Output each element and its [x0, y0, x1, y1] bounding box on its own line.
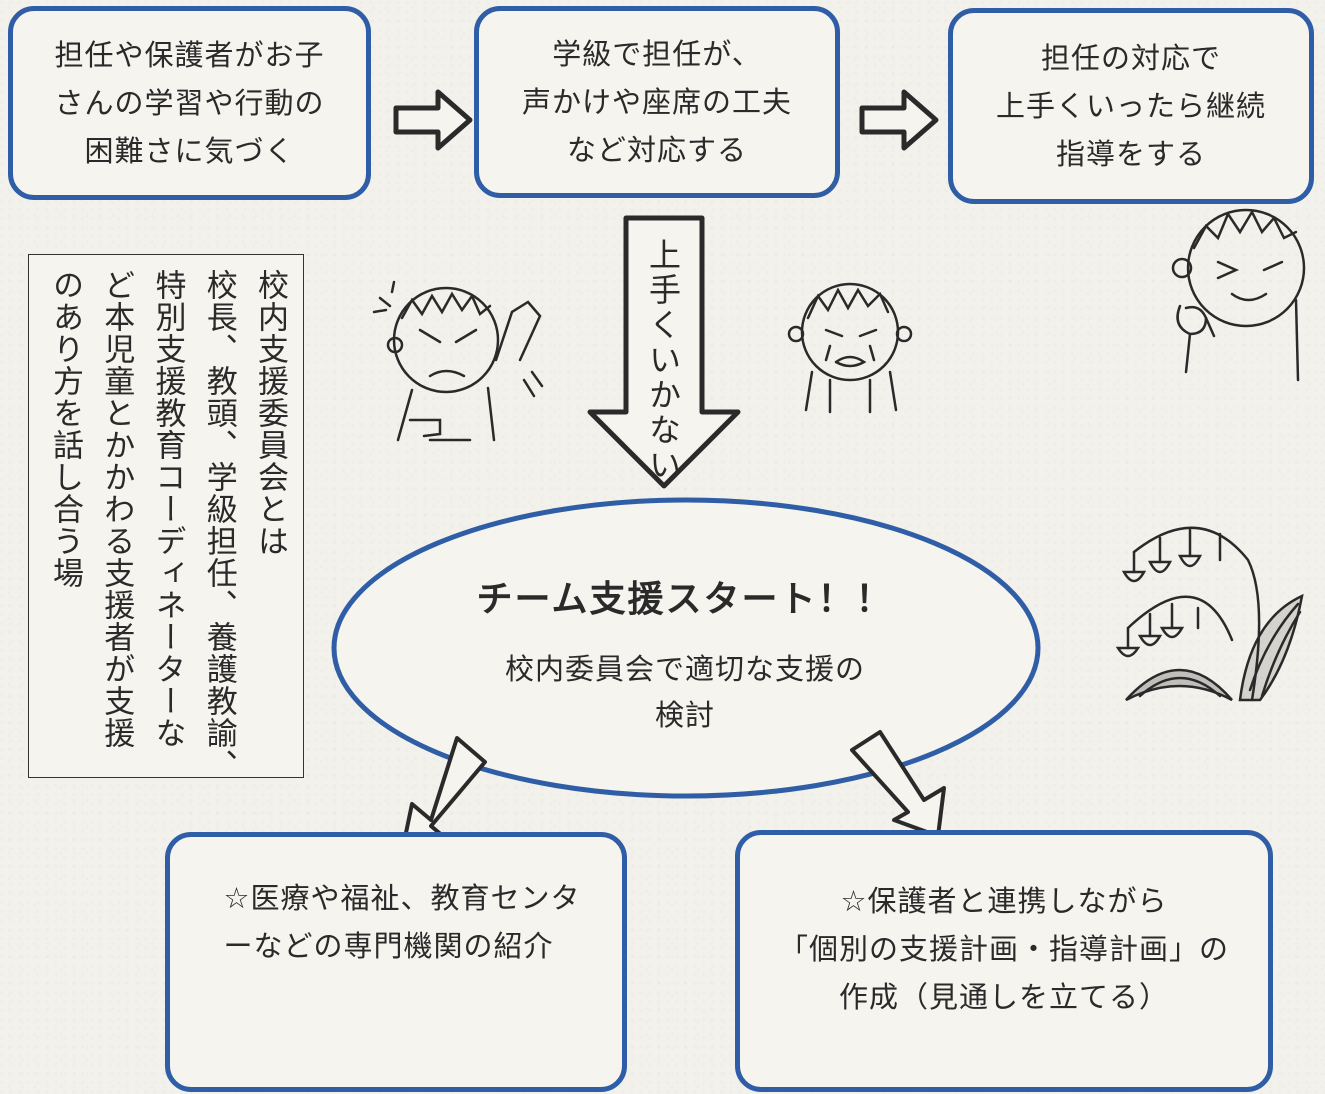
team-support-body-line: 校内委員会で適切な支援の	[504, 652, 865, 686]
committee-note-column: 校長、教頭、学級担任、養護教諭、	[200, 269, 237, 781]
ok-sign-child-icon	[1171, 208, 1306, 382]
angry-child-icon	[372, 280, 544, 442]
step-notice-line: さんの学習や行動の	[54, 86, 325, 120]
step-continue-line: 指導をする	[1055, 137, 1206, 171]
team-support-title: チーム支援スタート！！	[476, 579, 894, 620]
outcome-plan-line: 作成（見通しを立てる）	[838, 979, 1169, 1014]
outcome-plan-line: ☆保護者と連携しながら	[840, 883, 1168, 918]
committee-note-box: 校内支援委員会とは 校長、教頭、学級担任、養護教諭、 特別支援教育コーディネータ…	[28, 254, 304, 781]
arrow-step1-to-step2	[393, 89, 473, 151]
arrow-down-fail	[587, 215, 741, 489]
outcome-referral-box: ☆医療や福祉、教育センタ ーなどの専門機関の紹介	[165, 832, 627, 1092]
committee-note-column: のあり方を話し合う場	[47, 269, 83, 589]
arrow-to-outcome2	[850, 730, 946, 838]
step-continue-line: 担任の対応で	[1040, 41, 1221, 75]
team-support-body: 校内委員会で適切な支援の 検討	[420, 646, 950, 738]
fail-arrow-label: 上手くいかない	[644, 238, 682, 483]
step-notice-line: 担任や保護者がお子	[54, 38, 325, 72]
outcome-support-plan-box: ☆保護者と連携しながら 「個別の支援計画・指導計画」の 作成（見通しを立てる）	[735, 830, 1273, 1092]
committee-note-column: ど本児童とかかわる支援者が支援	[98, 269, 135, 749]
committee-note-column: 校内支援委員会とは	[252, 269, 288, 557]
outcome-referral-line: ☆医療や福祉、教育センタ	[223, 881, 581, 915]
step-class-line: 声かけや座席の工夫	[521, 85, 792, 119]
crying-child-icon	[787, 282, 913, 414]
step-class-line: 学級で担任が、	[552, 37, 762, 71]
outcome-referral-line: ーなどの専門機関の紹介	[223, 929, 554, 963]
step-notice-line: 困難さに気づく	[84, 134, 295, 168]
team-support-body-line: 検討	[654, 698, 715, 732]
committee-note-column: 特別支援教育コーディネーターな	[149, 269, 186, 749]
team-support-ellipse	[331, 497, 1041, 799]
step-class-response-box: 学級で担任が、 声かけや座席の工夫 など対応する	[474, 6, 840, 198]
step-class-line: など対応する	[566, 133, 747, 167]
step-continue-line: 上手くいったら継続	[995, 89, 1266, 123]
arrow-step2-to-step3	[859, 89, 939, 151]
step-continue-box: 担任の対応で 上手くいったら継続 指導をする	[948, 8, 1314, 204]
outcome-plan-line: 「個別の支援計画・指導計画」の	[778, 931, 1229, 966]
step-notice-box: 担任や保護者がお子 さんの学習や行動の 困難さに気づく	[8, 6, 371, 200]
lily-of-the-valley-icon	[1115, 526, 1304, 702]
